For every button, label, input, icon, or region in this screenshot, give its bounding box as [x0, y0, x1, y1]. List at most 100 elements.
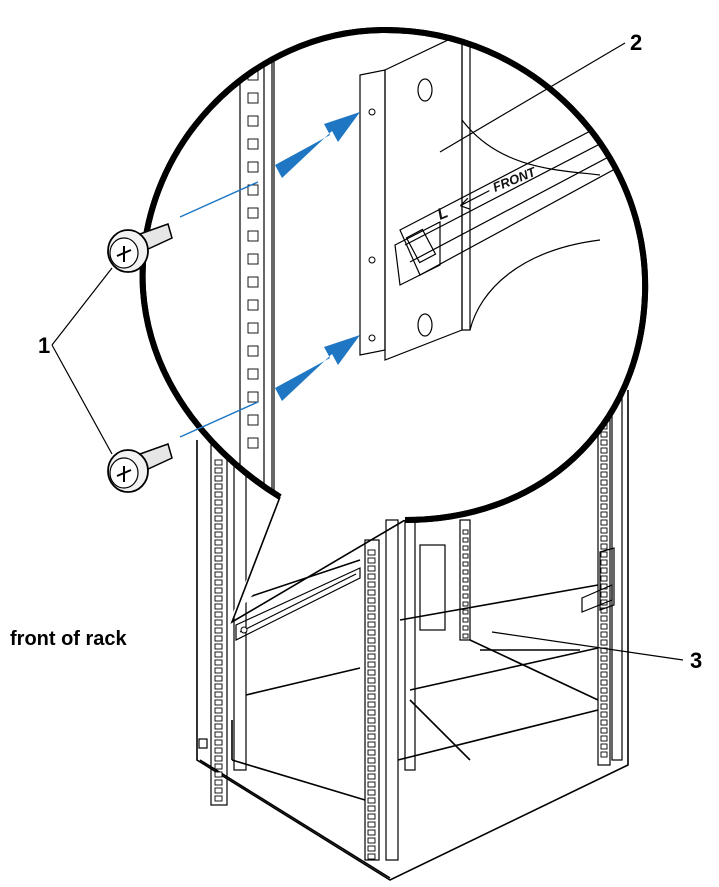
rack-hole — [214, 779, 223, 786]
rack-hole — [214, 483, 223, 490]
rack-hole — [367, 765, 376, 772]
rack-hole — [600, 615, 608, 622]
rack-hole — [600, 623, 608, 630]
rack-hole — [214, 699, 223, 706]
rack-hole — [600, 535, 608, 542]
rack-hole — [462, 561, 469, 567]
rack-hole — [214, 659, 223, 666]
rack-hole — [214, 491, 223, 498]
rack-hole — [367, 669, 376, 676]
rack-hole — [247, 115, 259, 127]
rack-hole — [367, 845, 376, 852]
rack-hole — [600, 727, 608, 734]
rack-hole — [214, 795, 223, 802]
rack-hole — [600, 743, 608, 750]
rack-hole — [600, 439, 608, 446]
rack-hole — [214, 787, 223, 794]
rack-hole — [600, 639, 608, 646]
rack-hole — [247, 414, 259, 426]
rack-hole — [214, 603, 223, 610]
rack-hole — [600, 703, 608, 710]
front-right-post — [364, 519, 399, 861]
rack-hole — [367, 757, 376, 764]
rack-hole — [247, 161, 259, 173]
callout-3: 3 — [491, 631, 702, 673]
rack-hole — [462, 617, 469, 623]
rack-hole — [367, 789, 376, 796]
rack-hole — [367, 557, 376, 564]
rack-hole — [600, 631, 608, 638]
rack-hole — [214, 499, 223, 506]
rack-hole — [600, 463, 608, 470]
rack-hole — [214, 723, 223, 730]
rack-hole — [214, 563, 223, 570]
rack-hole — [214, 539, 223, 546]
rack-hole — [600, 735, 608, 742]
rack-hole — [367, 725, 376, 732]
rack-hole — [367, 565, 376, 572]
rack-hole — [367, 781, 376, 788]
rack-hole — [214, 579, 223, 586]
rack-hole — [600, 567, 608, 574]
rack-hole — [600, 511, 608, 518]
rack-hole — [462, 537, 469, 543]
rack-hole — [247, 391, 259, 403]
rack-hole — [600, 663, 608, 670]
rack-hole — [367, 653, 376, 660]
callout-2-label: 2 — [630, 30, 642, 55]
rack-hole — [367, 549, 376, 556]
rack-hole — [214, 515, 223, 522]
rack-hole — [367, 701, 376, 708]
rack-hole — [367, 597, 376, 604]
rack-hole — [214, 707, 223, 714]
rack-hole — [214, 571, 223, 578]
rack-hole — [247, 299, 259, 311]
rack-hole — [462, 569, 469, 575]
bracket-peg-top — [368, 108, 376, 116]
rack-hole — [247, 207, 259, 219]
rack-hole — [247, 138, 259, 150]
rack-hole — [367, 645, 376, 652]
rack-hole — [600, 431, 608, 438]
rack-hole — [247, 253, 259, 265]
rack-hole — [462, 545, 469, 551]
rack-hole — [462, 625, 469, 631]
rack-hole — [367, 853, 376, 860]
rack-hole — [214, 507, 223, 514]
rack-hole — [214, 667, 223, 674]
rail-front-bracket — [359, 36, 601, 361]
rack-hole — [214, 747, 223, 754]
rack-hole — [214, 635, 223, 642]
rack-hole — [367, 589, 376, 596]
rack-hole — [367, 709, 376, 716]
rack-hole — [600, 471, 608, 478]
callout-1: 1 — [38, 267, 113, 455]
rack-hole — [214, 555, 223, 562]
front-direction-arrow-icon — [459, 190, 490, 210]
rack-hole — [367, 805, 376, 812]
callout-3-label: 3 — [690, 648, 702, 673]
rack-hole — [214, 467, 223, 474]
rack-hole — [214, 475, 223, 482]
rack-hole — [367, 741, 376, 748]
rack-hole — [462, 633, 469, 639]
rack-hole — [214, 587, 223, 594]
rack-hole — [600, 671, 608, 678]
rack-hole — [247, 345, 259, 357]
rack-hole — [367, 821, 376, 828]
guide-line-top — [179, 181, 259, 218]
rack-hole — [247, 437, 259, 449]
rack-hole — [214, 627, 223, 634]
rack-hole — [600, 519, 608, 526]
rack-hole — [367, 573, 376, 580]
rack-hole — [367, 717, 376, 724]
rack-hole — [367, 621, 376, 628]
rack-hole — [600, 447, 608, 454]
rack-hole — [214, 771, 223, 778]
rack-hole — [214, 523, 223, 530]
rack-hole — [600, 679, 608, 686]
rack-hole — [367, 685, 376, 692]
installed-rail-left — [235, 567, 361, 641]
rack-hole — [600, 543, 608, 550]
